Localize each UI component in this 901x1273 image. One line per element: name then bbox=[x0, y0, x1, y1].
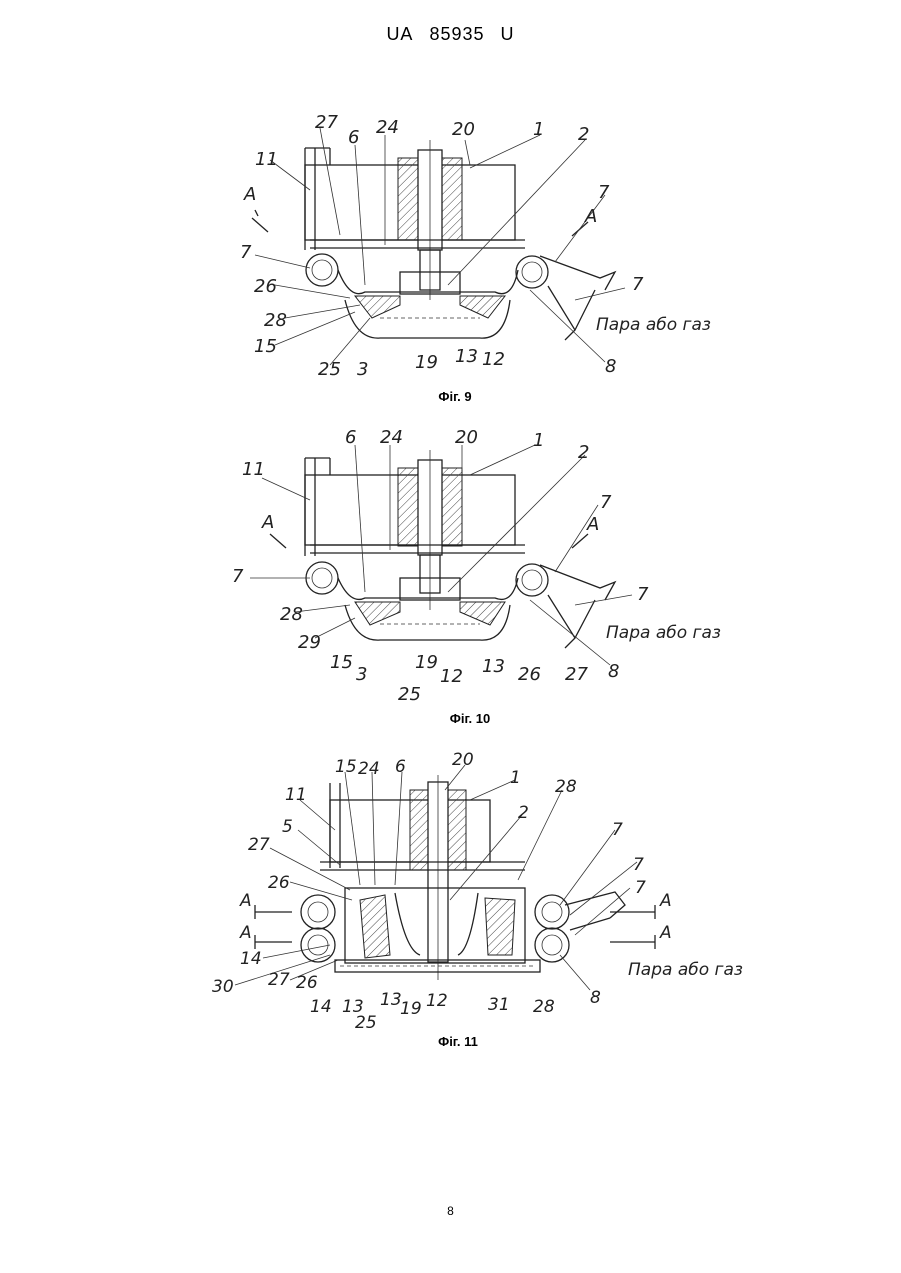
figure-11-label: 31 bbox=[488, 995, 510, 1015]
figure-11-label: 27 bbox=[268, 970, 290, 990]
figure-11-caption: Фіг. 11 bbox=[398, 1034, 518, 1049]
figure-11-label: 28 bbox=[555, 777, 577, 797]
figure-11-label: 25 bbox=[355, 1013, 377, 1033]
figure-11-annotation: Пара або газ bbox=[628, 960, 743, 980]
figure-11-label: 2 bbox=[518, 803, 529, 823]
figure-11-label: 19 bbox=[400, 999, 422, 1019]
figure-11-label: 11 bbox=[285, 785, 307, 805]
figure-11-label: 30 bbox=[212, 977, 234, 997]
figure-11-label: 26 bbox=[296, 973, 318, 993]
figure-11-label: 6 bbox=[395, 757, 406, 777]
figure-11-label: 14 bbox=[240, 949, 262, 969]
figure-11-label: 7 bbox=[633, 855, 644, 875]
figure-11-label: 5 bbox=[282, 817, 293, 837]
figure-11-label: 26 bbox=[268, 873, 290, 893]
figure-11-label: 13 bbox=[380, 990, 402, 1010]
figure-11-label: A bbox=[659, 923, 672, 943]
figure-11-label: 7 bbox=[612, 820, 623, 840]
figure-11-label: A bbox=[239, 891, 252, 911]
figure-11-label: A bbox=[659, 891, 672, 911]
figure-11-label: 8 bbox=[590, 988, 601, 1008]
page-number: 8 bbox=[0, 1204, 901, 1218]
figure-11-label: 28 bbox=[533, 997, 555, 1017]
figure-11-section-markers bbox=[255, 905, 655, 949]
figure-11-label: 15 bbox=[335, 757, 357, 777]
figure-11-label: 24 bbox=[358, 759, 380, 779]
figure-11-label: 14 bbox=[310, 997, 332, 1017]
figure-11-label: 27 bbox=[248, 835, 270, 855]
figure-11-label: 12 bbox=[426, 991, 448, 1011]
figure-11-labels: 15 24 6 20 1 28 11 5 2 7 27 7 26 7 A A A… bbox=[212, 750, 743, 1033]
figure-11-label: A bbox=[239, 923, 252, 943]
figure-11-label: 20 bbox=[452, 750, 474, 770]
figure-11-label: 1 bbox=[510, 768, 521, 788]
figure-11-label: 7 bbox=[635, 878, 646, 898]
